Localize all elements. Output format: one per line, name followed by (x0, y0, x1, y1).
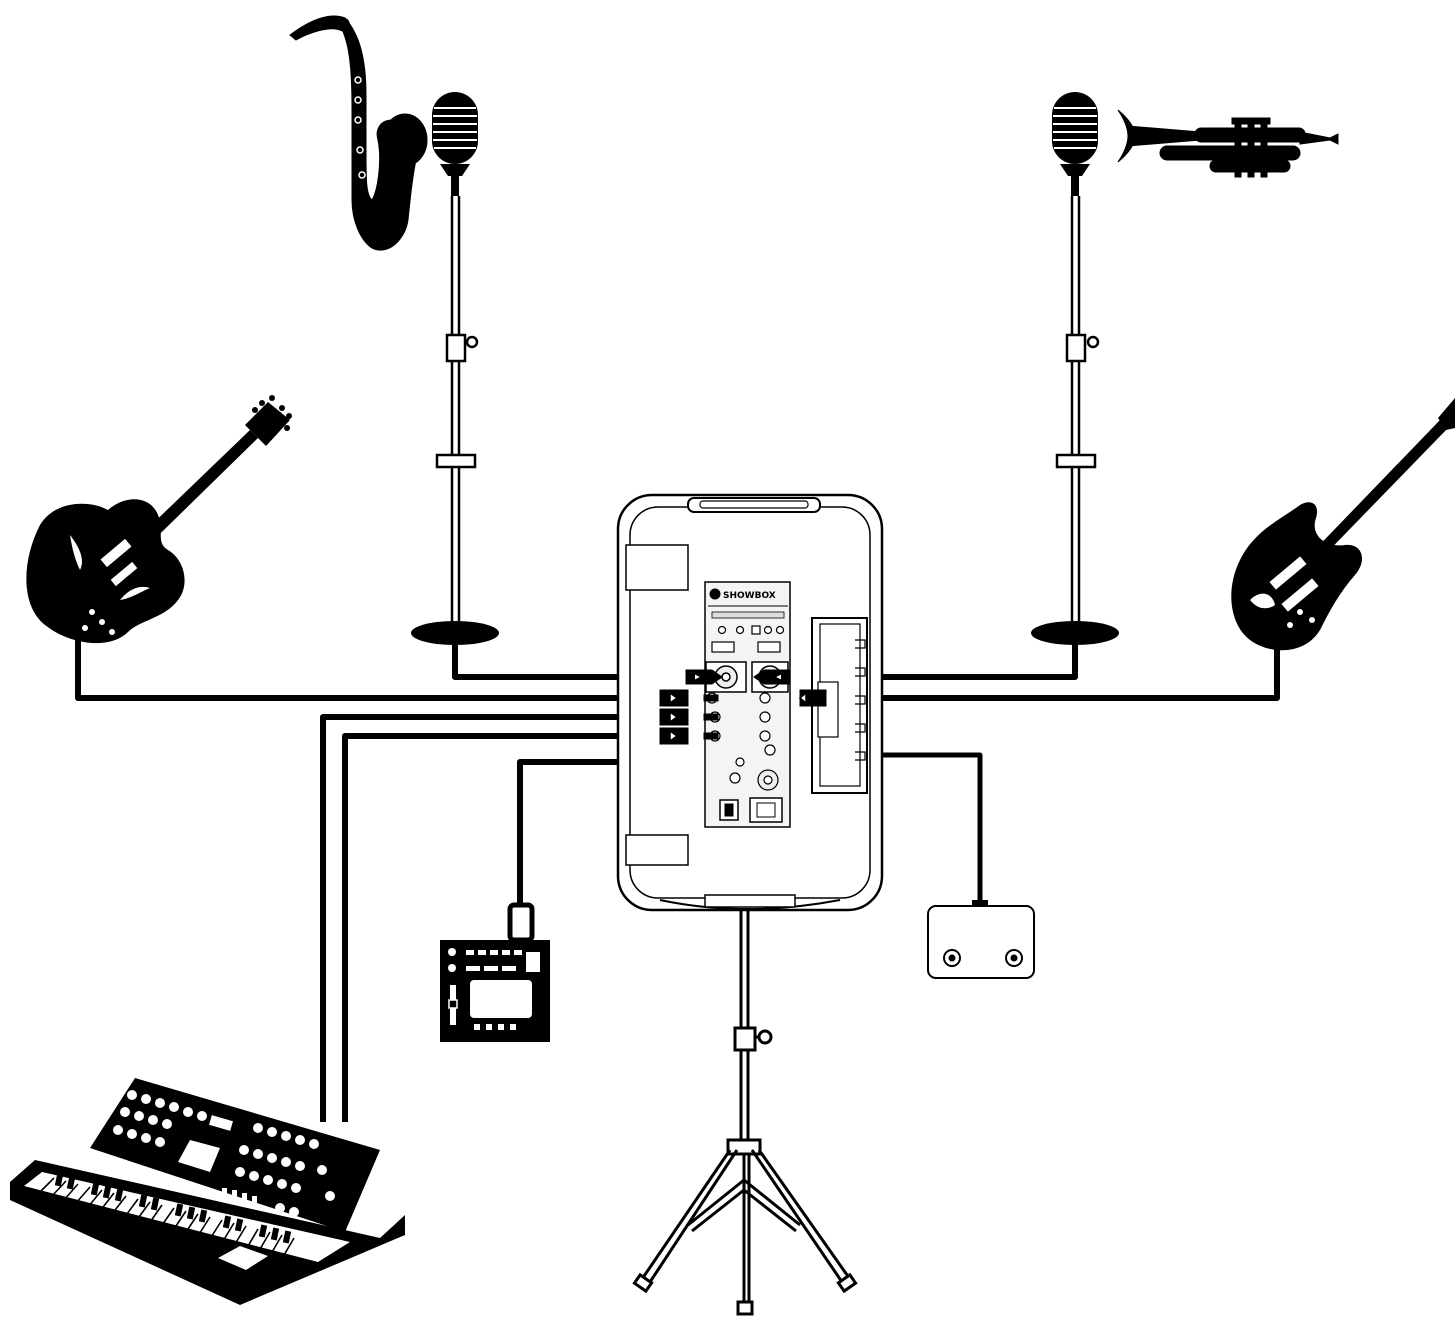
showbox-speaker: SHOWBOX (616, 493, 884, 912)
brand-label: SHOWBOX (723, 591, 776, 601)
mic-capsule-right (1052, 92, 1098, 164)
brand-logo-icon (709, 588, 721, 600)
cable-synth-2 (342, 733, 690, 1122)
tripod-legs (638, 1149, 854, 1310)
mic-stand-left (411, 92, 499, 645)
cable-synth-1 (320, 714, 690, 1122)
saxophone-icon (289, 15, 428, 251)
footswitch-icon (927, 900, 1035, 979)
cable-bass (820, 645, 1280, 701)
bass-guitar-icon (1231, 398, 1455, 651)
speaker-stand (632, 905, 858, 1316)
plug-heads (659, 669, 827, 745)
instrument-plugs (659, 689, 719, 745)
mic-capsule-left (432, 92, 478, 164)
synthesizer-keyboard-icon (10, 1078, 405, 1305)
mic-base-right (1031, 621, 1119, 645)
panel-knobs (711, 625, 785, 653)
mic-base-left (411, 621, 499, 645)
speaker-side-grip-bottom (625, 834, 689, 866)
stand-clamp (733, 1026, 757, 1052)
speaker-side-grip-top (625, 544, 689, 591)
effects-unit-icon (440, 902, 550, 1042)
cable-mic-left (452, 640, 690, 680)
hollow-body-guitar-icon (26, 395, 292, 644)
cables (75, 640, 1280, 1122)
rear-panel (704, 581, 791, 828)
stand-knob-icon (757, 1029, 773, 1045)
cable-guitar (75, 640, 690, 701)
trumpet-icon (1117, 109, 1339, 178)
mic-stand-right (1031, 92, 1119, 645)
